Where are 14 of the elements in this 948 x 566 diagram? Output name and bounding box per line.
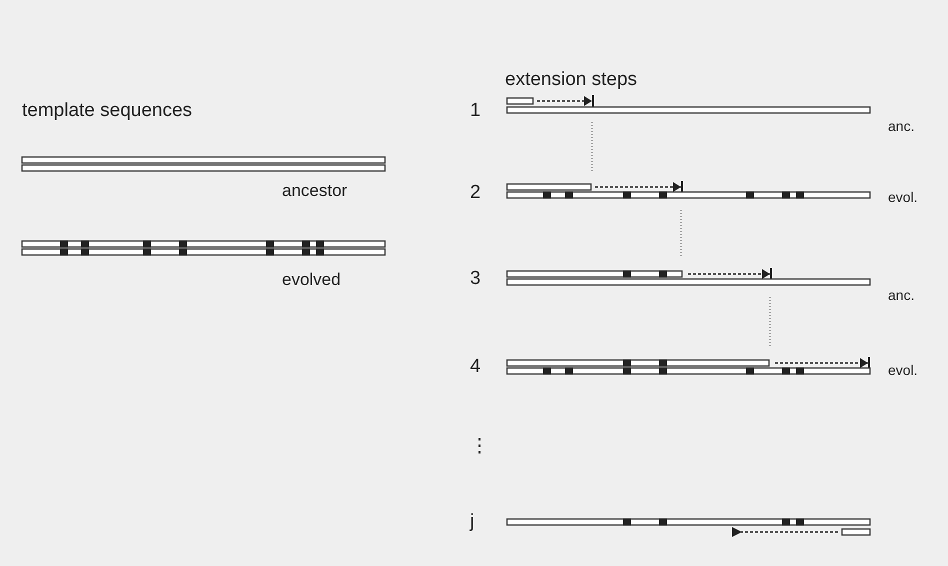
section-heading: template sequences [22, 101, 192, 120]
step-number: j [470, 512, 474, 531]
strand-label: evol. [888, 363, 918, 377]
step-number: 4 [470, 357, 481, 376]
ellipsis-mark: ⋮ [470, 437, 489, 456]
strand-label: ancestor [282, 182, 348, 199]
strand-label: evol. [888, 190, 918, 204]
strand-label: anc. [888, 119, 914, 133]
strand-label: evolved [282, 271, 341, 288]
step-number: 3 [470, 269, 481, 288]
strand-label: anc. [888, 288, 914, 302]
step-number: 1 [470, 101, 481, 120]
section-heading: extension steps [505, 70, 638, 89]
step-number: 2 [470, 183, 481, 202]
